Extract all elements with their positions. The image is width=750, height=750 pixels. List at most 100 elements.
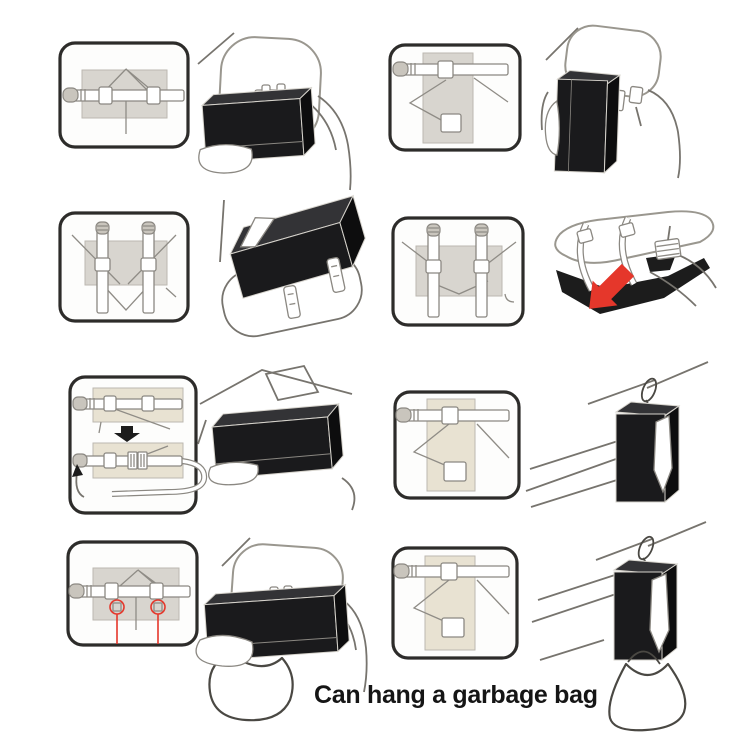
strap-loop-icon [441,406,459,425]
strap-horizontal [62,86,185,105]
garbage-bag-hang-illustration [531,521,707,732]
tissue-box-3d [612,559,679,662]
strap-buckle-icon [392,61,409,77]
tissue-icon [649,573,670,654]
pull-down-arrow-icon [589,263,635,309]
tissue-box-3d [208,402,344,486]
strap-horizontal [392,60,509,79]
clip [654,238,682,260]
tissue-box-3d [614,401,681,504]
tissue-icon [653,415,673,494]
guide-lines [408,77,509,122]
sun-visor-mount-illustration [554,210,717,314]
guide-lines [412,579,510,623]
strap-buckle-icon [72,396,88,411]
strap-horizontal [68,582,191,600]
diagram-hang-loop [393,390,521,500]
up-arrow-icon [72,464,83,477]
tissue-icon [198,144,253,174]
strap-loop-icon [146,86,161,105]
strap-loop-icon [140,257,157,272]
panel-outline [264,364,320,402]
strap-buckle-icon [426,223,441,237]
panel-corner [341,477,356,511]
hang-loop-icon [443,461,467,482]
tissue-box-3d [229,194,366,299]
hook-rail-hang-illustration [525,361,709,508]
seat-line [545,27,579,61]
tissue-icon [195,634,254,667]
rail-lines [595,521,707,561]
clip-line [667,225,671,241]
strap-loop-icon [103,395,117,412]
hang-loop-icon [441,617,465,638]
seat-line [221,537,251,567]
strap-horizontal [395,406,510,425]
strap-vertical-pair [425,223,490,318]
rail-lines [587,361,709,405]
buckle-joint-icon [127,451,138,470]
strap-extended-loop [72,451,208,498]
caption-text: Can hang a garbage bag [314,681,598,709]
strap-buckle-icon [393,563,410,579]
tissue-icon [239,217,276,248]
strap-buckle-icon [68,583,85,599]
tissue-icon [208,461,259,486]
garbage-bag-headrest-illustration [195,537,368,722]
hang-loop-icon [440,113,462,133]
strap-vertical-pair [94,221,157,314]
strap-horizontal [393,562,510,581]
strap-loop-icon [149,582,164,600]
sun-visor [554,210,715,264]
hanging-straps [283,257,346,319]
tissue-box-3d [544,69,622,174]
bag-loop-highlight [109,599,166,644]
guide-line [219,199,225,263]
strap-loop-icon [98,86,113,105]
diagram-two-vertical-straps-visor [391,216,525,327]
armrest-strap-mount-illustration [219,194,366,338]
strap-band [576,222,596,292]
strap-loop-icon [440,562,458,581]
headrest-back-mount-illustration [197,32,352,191]
strap-loop-icon [103,452,117,469]
strap-loop-icon [473,259,490,274]
strap-buckle-icon [72,453,88,468]
door-panel-mount-illustration [197,364,356,511]
diagram-two-vertical-straps [58,211,190,323]
down-arrow-icon [114,426,140,442]
diagram-hang-loop-bag [391,546,519,660]
strap-loop-icon [104,582,119,600]
strap-loop-icon [437,60,454,79]
guide-lines [98,68,163,134]
strap-buckle-icon [95,221,110,235]
guide-lines [412,423,510,467]
hook-icon [640,377,658,403]
diagram-horizontal-strap [58,41,190,149]
strap-buckle-icon [474,223,489,237]
strap-buckle-icon [141,221,156,235]
headrest-side-hang-illustration [540,24,681,179]
strap-buckle-icon [395,407,412,423]
strap-buckle-icon [576,228,594,244]
rail-lines [531,573,619,661]
seat-line [197,32,235,65]
panel-lines [197,369,353,445]
guide-lines [98,407,171,434]
bag-handle [627,650,661,665]
guide-lines [401,241,517,303]
diagram-strap-extension [68,375,208,515]
tissue-box-3d [198,86,316,174]
strap-loop-icon [425,259,442,274]
strap-buckle-icon [62,87,79,103]
strap-loop-icon [94,257,111,272]
strap-buckle-icon [618,222,636,238]
diagram-strap-and-hook-loop [388,43,522,152]
garbage-bag [208,652,294,722]
buckle-joint-icon [137,451,148,470]
rail-lines [525,440,619,508]
garbage-bag [608,662,687,732]
diagram-garbage-bag-loops [66,540,199,647]
